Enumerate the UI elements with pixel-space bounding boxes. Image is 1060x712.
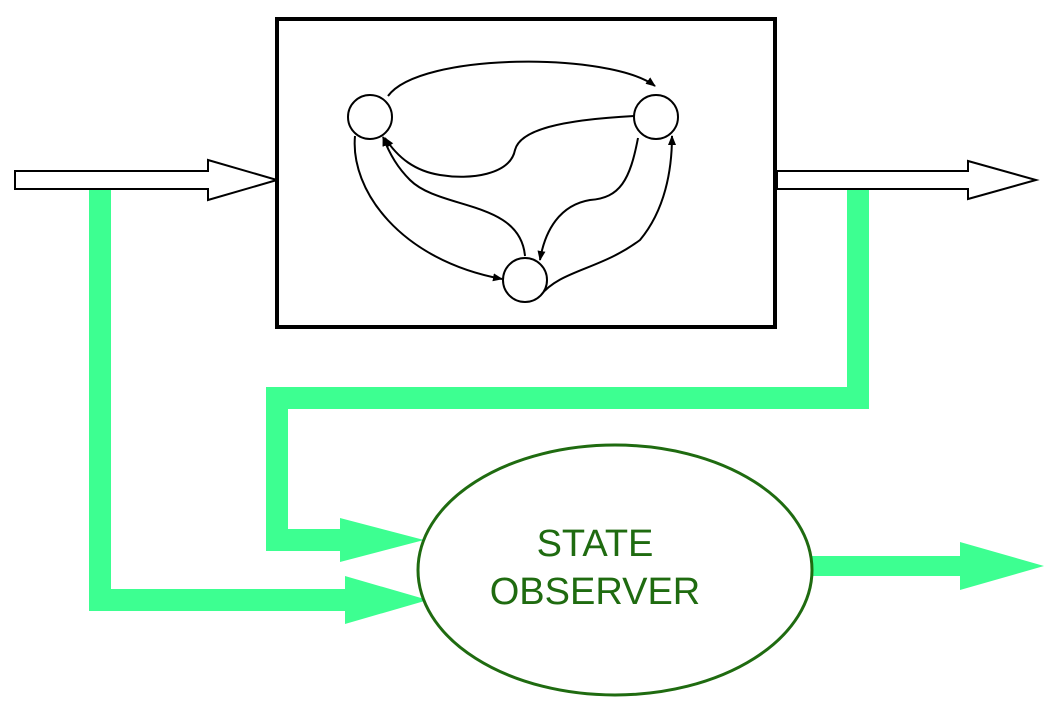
output-tap-arrowhead bbox=[340, 518, 424, 562]
output-arrow-icon bbox=[776, 159, 1040, 201]
input-arrow-icon bbox=[14, 158, 281, 202]
transition-right-to-bottom bbox=[537, 137, 639, 261]
state-transitions bbox=[353, 60, 676, 297]
input-tap-arrowhead bbox=[345, 576, 428, 624]
observer-label-state: STATE bbox=[536, 523, 654, 565]
input-tap-path bbox=[89, 186, 350, 611]
observer-label-observer: OBSERVER bbox=[489, 571, 701, 613]
state-right-node bbox=[633, 94, 679, 140]
transition-bottom-to-right bbox=[539, 135, 676, 297]
state-bottom-node bbox=[502, 257, 548, 303]
state-observer-ellipse bbox=[416, 443, 814, 697]
transition-right-to-left bbox=[384, 115, 635, 178]
transition-bottom-to-left bbox=[382, 136, 526, 257]
state-left-node bbox=[347, 94, 393, 140]
state-estimate-arrow bbox=[812, 542, 1044, 590]
output-tap-path bbox=[266, 186, 869, 551]
transition-left-to-right bbox=[387, 60, 656, 97]
transition-left-to-bottom bbox=[353, 135, 503, 282]
